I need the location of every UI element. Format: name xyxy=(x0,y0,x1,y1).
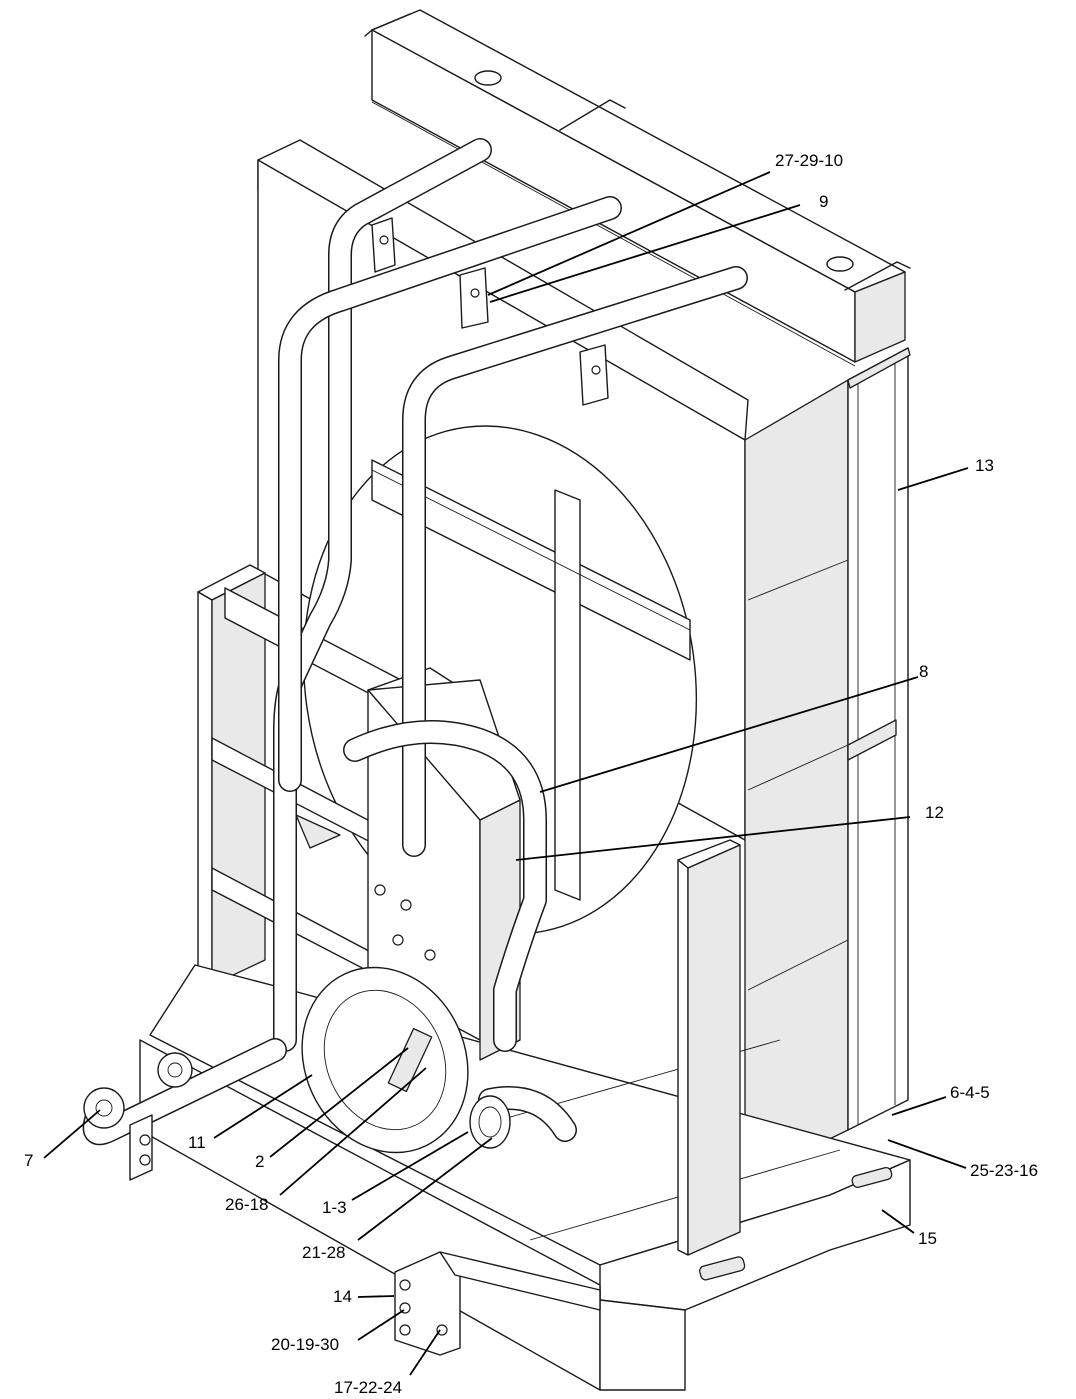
callout-8: 8 xyxy=(919,662,928,681)
leader-20-19-30 xyxy=(357,1309,405,1341)
callout-1-3: 1-3 xyxy=(322,1198,347,1217)
callout-14: 14 xyxy=(333,1287,352,1306)
mounting-bracket-14 xyxy=(394,1251,601,1356)
leader-14 xyxy=(357,1295,395,1298)
leader-1-3 xyxy=(351,1131,469,1201)
callout-12: 12 xyxy=(925,803,944,822)
callout-9: 9 xyxy=(819,192,828,211)
leader-2 xyxy=(269,1047,409,1158)
leader-6-4-5 xyxy=(891,1096,947,1116)
leader-17-22-24 xyxy=(409,1329,441,1376)
leader-13 xyxy=(897,467,969,491)
leader-26-18 xyxy=(279,1067,427,1196)
callout-15: 15 xyxy=(918,1229,937,1248)
callout-26-18: 26-18 xyxy=(225,1195,268,1214)
leader-27-29-10 xyxy=(487,171,771,296)
callout-21-28: 21-28 xyxy=(302,1243,345,1262)
side-channel xyxy=(847,347,911,1131)
callout-labels: 27-29-10 9 13 8 12 6-4-5 25-23-16 15 7 1… xyxy=(24,151,1038,1397)
callout-7: 7 xyxy=(24,1151,33,1170)
leader-12 xyxy=(515,816,911,861)
top-brackets xyxy=(371,217,609,406)
center-hose-8 xyxy=(343,720,547,1052)
leader-7 xyxy=(43,1109,101,1159)
leader-11 xyxy=(213,1074,313,1139)
upper-middle-pipe xyxy=(278,196,622,792)
callout-11: 11 xyxy=(188,1133,206,1152)
inlet-flange xyxy=(157,1052,193,1088)
callout-6-4-5: 6-4-5 xyxy=(950,1083,990,1102)
leader-9 xyxy=(489,204,801,303)
leader-21-28 xyxy=(357,1137,493,1241)
outlet-flange-7 xyxy=(83,1087,153,1181)
callout-20-19-30: 20-19-30 xyxy=(271,1335,339,1354)
leader-8 xyxy=(539,676,919,793)
leader-lines xyxy=(43,171,969,1376)
fan-ring xyxy=(301,966,469,1154)
flange-21-28 xyxy=(469,1095,511,1149)
callout-17-22-24: 17-22-24 xyxy=(334,1378,402,1397)
upper-right-pipe xyxy=(402,266,748,857)
leader-25-23-16 xyxy=(887,1139,967,1169)
front-post xyxy=(677,839,741,1256)
callout-25-23-16: 25-23-16 xyxy=(970,1161,1038,1180)
callout-27-29-10: 27-29-10 xyxy=(775,151,843,170)
callout-13: 13 xyxy=(975,456,994,475)
callout-2: 2 xyxy=(255,1152,264,1171)
leader-15 xyxy=(881,1209,915,1234)
